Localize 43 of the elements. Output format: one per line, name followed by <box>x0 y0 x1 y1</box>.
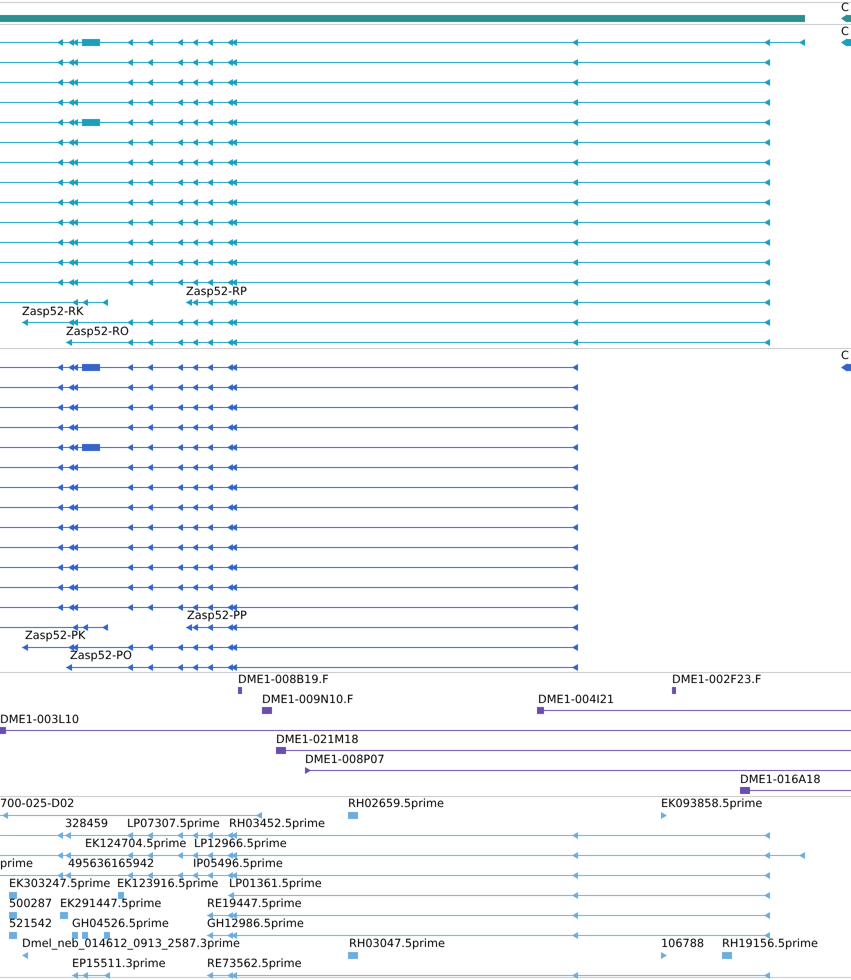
feature-label: EK093858.5prime <box>661 797 762 810</box>
feature-label: DME1-021M18 <box>276 733 359 746</box>
feature-label: RH03047.5prime <box>349 937 445 950</box>
feature-label: LP07307.5prime <box>127 817 220 830</box>
feature-label: Zasp52-PK <box>25 629 86 642</box>
feature-label: DME1-004I21 <box>538 693 614 706</box>
feature-label: Zasp52-PP <box>187 609 247 622</box>
feature-label: Dmel_neb_014612_0913_2587.3prime <box>22 937 240 950</box>
feature-label: DME1-008B19.F <box>238 673 329 686</box>
feature-label: C <box>841 349 849 362</box>
feature-label: GH04526.5prime <box>72 917 169 930</box>
feature-label: LP01361.5prime <box>229 877 322 890</box>
feature-label: EK303247.5prime <box>9 877 110 890</box>
feature-label: C <box>841 25 849 38</box>
feature-label: RE19447.5prime <box>207 897 302 910</box>
feature-label: DME1-003L10 <box>0 713 80 726</box>
feature-label: EK123916.5prime <box>117 877 218 890</box>
feature-label: RH19156.5prime <box>722 937 818 950</box>
feature-label: RH02659.5prime <box>348 797 444 810</box>
feature-label: 500287 <box>9 897 52 910</box>
feature-label: EK291447.5prime <box>60 897 162 910</box>
feature-label: 700-025-D02 <box>0 797 74 810</box>
feature-label: 106788 <box>661 937 704 950</box>
feature-label: Zasp52-PO <box>70 649 132 662</box>
feature-label: DME1-009N10.F <box>262 693 354 706</box>
feature-label: 328459 <box>65 817 108 830</box>
feature-label: 521542 <box>9 917 52 930</box>
feature-label: EP15511.3prime <box>72 957 166 970</box>
feature-label: IP05496.5prime <box>193 857 283 870</box>
feature-label: Zasp52-RO <box>66 325 129 338</box>
feature-label: C <box>841 1 849 14</box>
feature-label: LP12966.5prime <box>194 837 287 850</box>
feature-label: 495636165942 <box>68 857 154 870</box>
feature-label: DME1-016A18 <box>740 773 821 786</box>
feature-label: prime <box>0 857 33 870</box>
feature-label: RE73562.5prime <box>207 957 302 970</box>
feature-label: Zasp52-RP <box>186 285 247 298</box>
feature-label: RH03452.5prime <box>229 817 325 830</box>
feature-label: DME1-008P07 <box>305 753 385 766</box>
feature-label: Zasp52-RK <box>22 305 84 318</box>
feature-label: GH12986.5prime <box>207 917 304 930</box>
feature-label: EK124704.5prime <box>85 837 186 850</box>
feature-label: DME1-002F23.F <box>672 673 762 686</box>
